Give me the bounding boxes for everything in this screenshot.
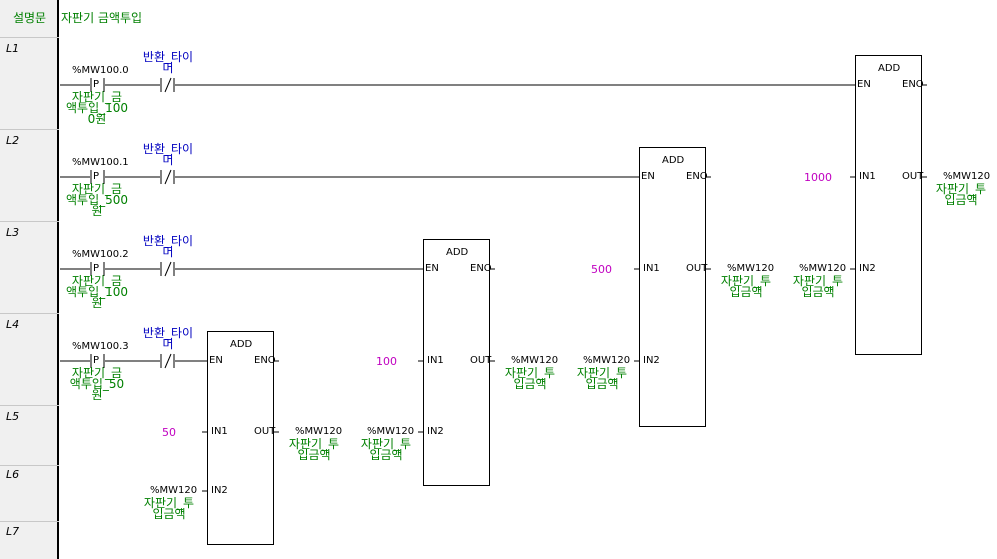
add-function-block[interactable]: [639, 147, 706, 427]
constant-1000[interactable]: 1000: [804, 171, 832, 184]
pin-in1: IN1: [427, 355, 444, 366]
pin-eno: ENO: [470, 263, 492, 274]
block-name: ADD: [878, 63, 901, 74]
block-name: ADD: [662, 155, 685, 166]
pin-out: OUT: [686, 263, 708, 274]
row-label-l2[interactable]: L2: [6, 134, 20, 147]
pin-in2: IN2: [643, 355, 660, 366]
pin-out: OUT: [902, 171, 924, 182]
add-function-block[interactable]: [423, 239, 490, 486]
pin-en: EN: [209, 355, 223, 366]
positive-edge-contact[interactable]: P: [93, 171, 100, 182]
positive-edge-contact[interactable]: P: [93, 355, 100, 366]
pin-in1: IN1: [211, 426, 228, 437]
row-label-l6[interactable]: L6: [6, 468, 20, 481]
row-label-l4[interactable]: L4: [6, 318, 20, 331]
pin-in2: IN2: [427, 426, 444, 437]
pin-in2: IN2: [211, 485, 228, 496]
row-label-l1[interactable]: L1: [6, 42, 20, 55]
contact-address[interactable]: %MW100.0: [72, 65, 129, 76]
contact-address[interactable]: %MW100.1: [72, 157, 129, 168]
row-divider: [0, 521, 59, 522]
variable-address[interactable]: %MW120: [295, 426, 343, 437]
add-function-block[interactable]: [207, 331, 274, 545]
rung-comment[interactable]: 자판기 금액투입: [61, 11, 143, 25]
positive-edge-contact[interactable]: P: [93, 263, 100, 274]
pin-en: EN: [857, 79, 871, 90]
pin-eno: ENO: [902, 79, 924, 90]
row-divider: [0, 37, 59, 38]
block-name: ADD: [230, 339, 253, 350]
block-name: ADD: [446, 247, 469, 258]
variable-address[interactable]: %MW120: [727, 263, 775, 274]
variable-address[interactable]: %MW120: [799, 263, 847, 274]
constant-500[interactable]: 500: [591, 263, 612, 276]
add-function-block[interactable]: [855, 55, 922, 355]
pin-out: OUT: [254, 426, 276, 437]
positive-edge-contact[interactable]: P: [93, 79, 100, 90]
pin-in2: IN2: [859, 263, 876, 274]
row-divider: [0, 313, 59, 314]
pin-en: EN: [425, 263, 439, 274]
row-label-l5[interactable]: L5: [6, 410, 20, 423]
pin-in1: IN1: [859, 171, 876, 182]
pin-eno: ENO: [686, 171, 708, 182]
pin-out: OUT: [470, 355, 492, 366]
row-label-l3[interactable]: L3: [6, 226, 20, 239]
row-label-l7[interactable]: L7: [6, 525, 20, 538]
variable-address[interactable]: %MW120: [511, 355, 559, 366]
variable-address[interactable]: %MW120: [583, 355, 631, 366]
variable-address[interactable]: %MW120: [367, 426, 415, 437]
contact-address[interactable]: %MW100.3: [72, 341, 129, 352]
row-divider: [0, 465, 59, 466]
comment-row-label: 설명문: [12, 11, 47, 25]
constant-100[interactable]: 100: [376, 355, 397, 368]
row-divider: [0, 405, 59, 406]
variable-address[interactable]: %MW120: [943, 171, 991, 182]
contact-address[interactable]: %MW100.2: [72, 249, 129, 260]
row-divider: [0, 221, 59, 222]
pin-eno: ENO: [254, 355, 276, 366]
pin-en: EN: [641, 171, 655, 182]
row-divider: [0, 129, 59, 130]
variable-address[interactable]: %MW120: [150, 485, 198, 496]
pin-in1: IN1: [643, 263, 660, 274]
constant-50[interactable]: 50: [162, 426, 176, 439]
